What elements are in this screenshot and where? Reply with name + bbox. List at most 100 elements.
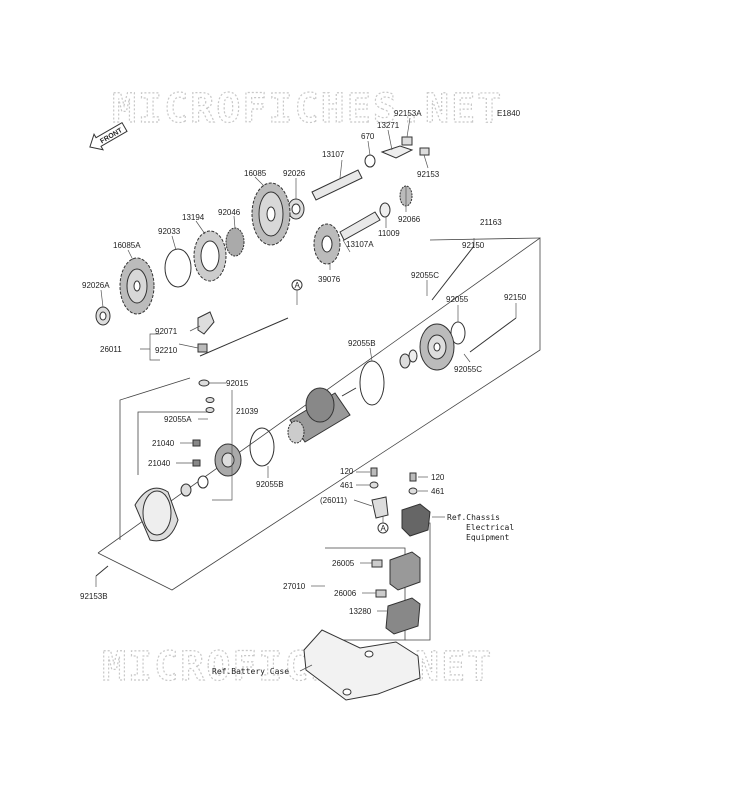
label-92046: 92046 [218, 208, 241, 217]
bearing-92026A [95, 306, 111, 326]
label-13107: 13107 [322, 150, 345, 159]
ref-chassis-line3: Equipment [466, 533, 510, 542]
washer-461-a [369, 481, 379, 489]
lead-wire-26011 [371, 496, 389, 519]
leader-lines [95, 176, 517, 672]
label-21039: 21039 [236, 407, 259, 416]
label-92026: 92026 [283, 169, 306, 178]
figure-code: E1840 [497, 109, 521, 118]
gear-92046 [225, 227, 245, 257]
label-13194: 13194 [182, 213, 205, 222]
label-16085: 16085 [244, 169, 267, 178]
assembly-frame [97, 237, 541, 591]
battery-case-bracket [303, 629, 421, 701]
label-92055C-top: 92055C [411, 271, 439, 280]
label-92153: 92153 [417, 170, 440, 179]
label-92055: 92055 [446, 295, 469, 304]
bearing-13194 [193, 230, 227, 282]
bolt-120-a [370, 467, 378, 477]
cap-92071 [197, 311, 215, 335]
callout-a-top: A [291, 279, 303, 305]
gear-39076 [313, 223, 341, 265]
nut-92210 [197, 343, 208, 353]
label-92055B-bottom: 92055B [256, 480, 284, 489]
brush-21040-a [192, 439, 201, 447]
washer-461-b [408, 487, 418, 495]
relay-cover [401, 503, 431, 537]
label-92150-a: 92150 [462, 241, 485, 250]
washer-92015 [198, 379, 215, 413]
label-92015: 92015 [226, 379, 249, 388]
label-26011: 26011 [100, 345, 122, 354]
bolt-92150-a [431, 245, 475, 301]
part-labels: 92153A 13271 670 13107 92153 16085 92026… [80, 109, 527, 616]
label-120-b: 120 [431, 473, 445, 482]
end-cover [419, 323, 455, 371]
label-26006: 26006 [334, 589, 357, 598]
shaft-13107A [339, 211, 381, 241]
label-27010: 27010 [283, 582, 306, 591]
ref-chassis-line1: Ref.Chassis [447, 513, 500, 522]
label-92150-b: 92150 [504, 293, 527, 302]
ref-battery-case: Ref.Battery Case [212, 667, 289, 676]
label-13280: 13280 [349, 607, 372, 616]
front-housing [134, 475, 209, 542]
circlip-92033 [164, 248, 192, 288]
label-92055B-top: 92055B [348, 339, 376, 348]
bolt-92153B [95, 565, 109, 577]
label-13107A: 13107A [346, 240, 374, 249]
label-16085A: 16085A [113, 241, 141, 250]
bolt-92150-b [469, 317, 517, 353]
label-92153A: 92153A [394, 109, 422, 118]
gear-16085 [251, 182, 291, 246]
label-26011-ref: (26011) [320, 496, 347, 505]
gear-16085A [119, 257, 155, 315]
shaft-13107 [311, 159, 363, 201]
label-21040-a: 21040 [152, 439, 175, 448]
oring-670 [364, 140, 376, 168]
label-21040-b: 21040 [148, 459, 171, 468]
brush-holder-21039 [214, 443, 242, 477]
front-arrow-icon: FRONT [89, 121, 128, 151]
ref-chassis-line2: Electrical [466, 523, 514, 532]
label-92026A: 92026A [82, 281, 110, 290]
callout-a-top-label: A [295, 281, 301, 290]
brush-21040-b [192, 459, 201, 467]
fuse-26005 [371, 559, 383, 568]
plate-13271 [380, 129, 414, 159]
bolt-120-b [409, 472, 417, 482]
label-670: 670 [361, 132, 375, 141]
fuse-26006 [375, 589, 387, 598]
watermark-top: MICROFICHES.NET [112, 86, 503, 132]
bearing-cover [399, 349, 418, 369]
label-92055A: 92055A [164, 415, 192, 424]
bearing-92026 [287, 198, 305, 220]
label-11009: 11009 [378, 229, 400, 238]
spacer-11009 [379, 202, 391, 218]
label-21163: 21163 [480, 218, 502, 227]
cover-13280 [385, 597, 421, 635]
armature [287, 387, 357, 444]
oring-92055B-top [359, 360, 385, 406]
label-92153B: 92153B [80, 592, 108, 601]
label-461-b: 461 [431, 487, 445, 496]
label-92033: 92033 [158, 227, 181, 236]
label-13271: 13271 [377, 121, 400, 130]
label-26005: 26005 [332, 559, 355, 568]
label-120-a: 120 [340, 467, 354, 476]
label-92210: 92210 [155, 346, 178, 355]
callout-a-bottom-label: A [381, 524, 387, 533]
label-461-a: 461 [340, 481, 354, 490]
label-92066: 92066 [398, 215, 421, 224]
label-39076: 39076 [318, 275, 341, 284]
label-92071: 92071 [155, 327, 178, 336]
label-92055C-bottom: 92055C [454, 365, 482, 374]
watermark-bottom: MICROFICHES.NET [102, 644, 493, 690]
bolt-92153A [401, 117, 413, 146]
reference-labels: Ref.Chassis Electrical Equipment Ref.Bat… [212, 513, 514, 676]
bolt-92153 [419, 147, 430, 169]
oring-92055B-bottom [249, 427, 275, 467]
starter-relay-27010 [389, 551, 421, 591]
stud-26011 [199, 317, 289, 357]
